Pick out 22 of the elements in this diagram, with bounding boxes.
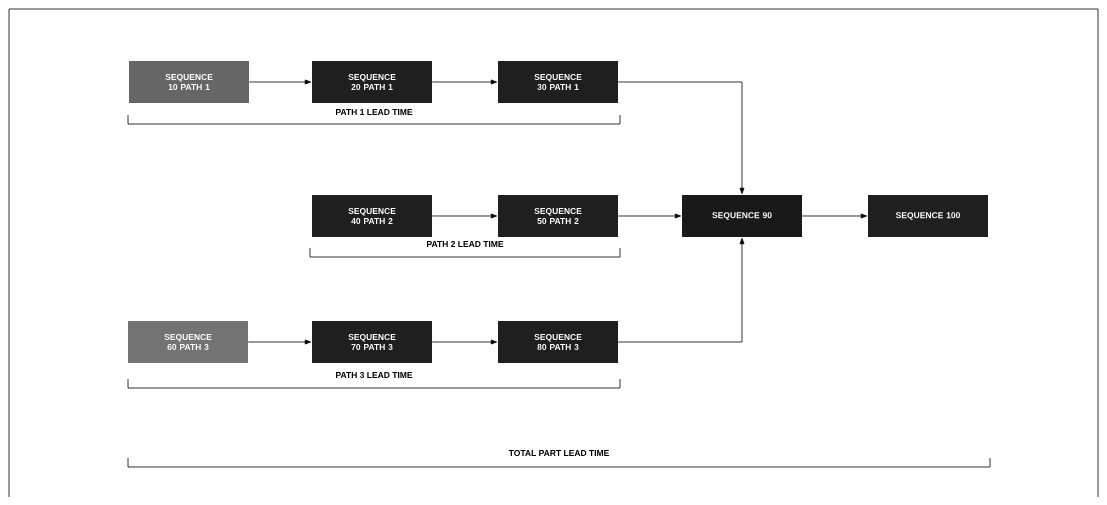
sequence-box: SEQUENCE 80 PATH 3 (498, 321, 618, 363)
lead-time-label: TOTAL PART LEAD TIME (508, 450, 609, 456)
arrow (431, 79, 497, 85)
arrow (617, 238, 745, 343)
arrow (431, 213, 497, 219)
sequence-box: SEQUENCE 10 PATH 1 (129, 61, 249, 103)
sequence-box: SEQUENCE 50 PATH 2 (498, 195, 618, 237)
sequence-box: SEQUENCE 60 PATH 3 (128, 321, 248, 363)
arrow (248, 79, 311, 85)
lead-time-label: PATH 2 LEAD TIME (427, 241, 504, 247)
arrow (617, 213, 681, 219)
sequence-box: SEQUENCE 30 PATH 1 (498, 61, 618, 103)
sequence-box: SEQUENCE 70 PATH 3 (312, 321, 432, 363)
arrow (247, 339, 311, 345)
sequence-box: SEQUENCE 90 (682, 195, 802, 237)
arrow (801, 213, 867, 219)
sequence-box: SEQUENCE 100 (868, 195, 988, 237)
sequence-box: SEQUENCE 40 PATH 2 (312, 195, 432, 237)
arrow (617, 81, 745, 194)
arrow (431, 339, 497, 345)
lead-time-label: PATH 3 LEAD TIME (336, 372, 413, 378)
sequence-box: SEQUENCE 20 PATH 1 (312, 61, 432, 103)
